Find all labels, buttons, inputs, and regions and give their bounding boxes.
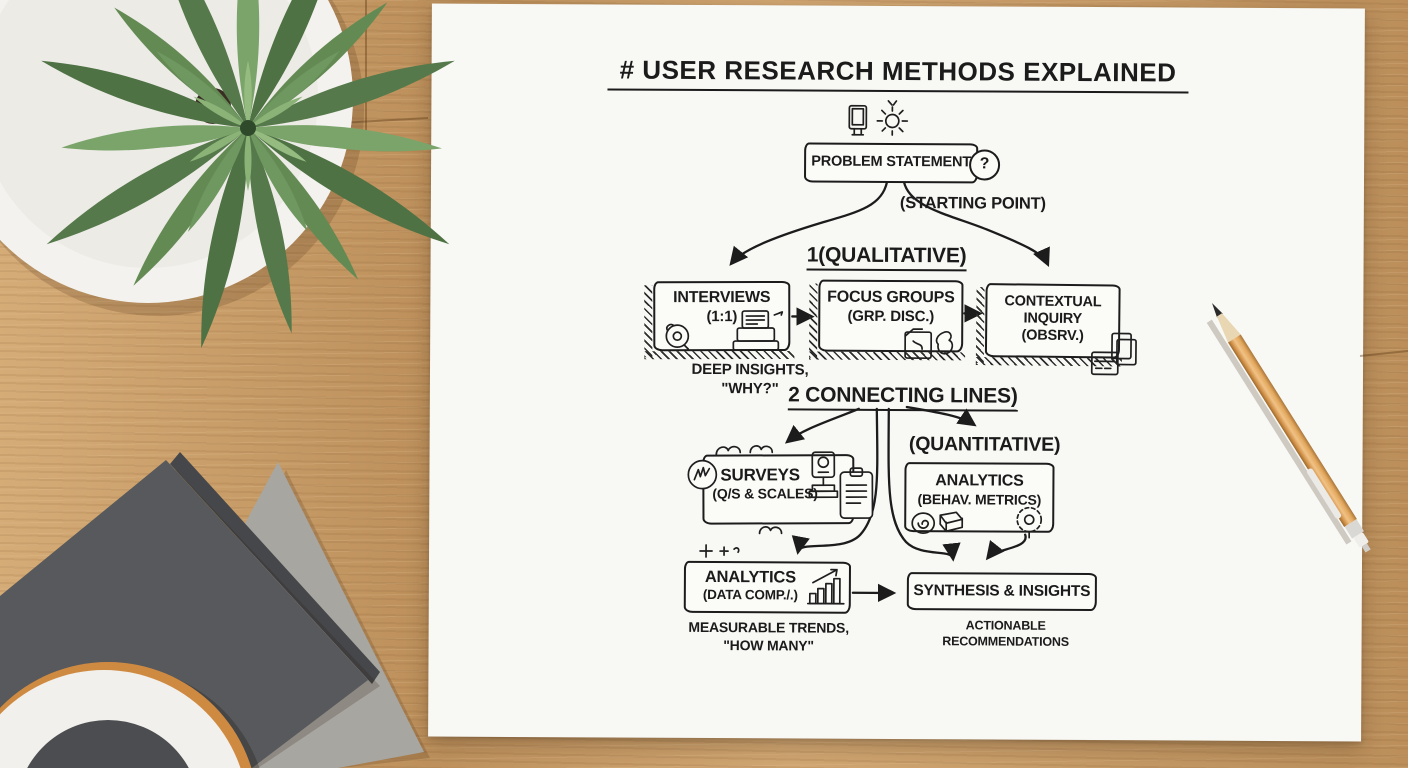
deep-insights-line2: "WHY?" (721, 379, 779, 398)
measurable-trends-note: MEASURABLE TRENDS, "HOW MANY" (679, 619, 859, 655)
node-interviews: INTERVIEWS (1:1) (644, 280, 795, 360)
node-synthesis: SYNTHESIS & INSIGHTS (906, 572, 1097, 612)
contextual-title: CONTEXTUAL (1004, 293, 1102, 311)
deep-insights-note: DEEP INSIGHTS, "WHY?" (665, 361, 835, 399)
cloud-doodle-icon (715, 445, 774, 456)
connector-lines (729, 180, 1050, 603)
sparkle-icon (699, 544, 740, 558)
gear-icon (1016, 506, 1043, 539)
problem-label: PROBLEM STATEMENT (811, 153, 971, 171)
sun-icon (876, 100, 909, 136)
focus-groups-title: FOCUS GROUPS (827, 288, 955, 307)
node-analytics-data: ANALYTICS (DATA COMP./.) (683, 544, 852, 614)
scribble-badge-icon (687, 459, 718, 490)
bar-chart-icon (806, 568, 845, 605)
node-problem-statement: PROBLEM STATEMENT (803, 142, 979, 184)
hatch-left (644, 285, 653, 358)
cloud-doodle-icon (758, 526, 783, 535)
people-folder-icon (904, 328, 954, 360)
synthesis-title: SYNTHESIS & INSIGHTS (913, 582, 1091, 601)
hatch-left (975, 287, 985, 364)
hatch-left (809, 283, 818, 358)
contextual-line2: INQUIRY (1023, 310, 1083, 328)
quantitative-label: (QUANTITATIVE) (908, 433, 1061, 456)
measurable-line2: "HOW MANY" (723, 636, 814, 654)
analytics-quant-title: ANALYTICS (935, 472, 1024, 490)
question-badge: ? (969, 149, 1001, 181)
node-analytics-quant: ANALYTICS (BEHAV. METRICS) (904, 462, 1055, 539)
deep-insights-line1: DEEP INSIGHTS, (691, 360, 809, 379)
paper-sheet: # USER RESEARCH METHODS EXPLAINED PROBLE… (428, 3, 1365, 742)
documents-icon (1090, 332, 1137, 376)
clipboard-icon (839, 467, 874, 520)
typewriter-icon (732, 310, 784, 351)
actionable-note: ACTIONABLE RECOMMENDATIONS (942, 618, 1069, 649)
measurable-line1: MEASURABLE TRENDS, (688, 618, 849, 636)
interviews-title: INTERVIEWS (673, 288, 771, 307)
node-focus-groups: FOCUS GROUPS (GRP. DISC.) (809, 279, 966, 361)
robot-icon (808, 451, 839, 499)
donut-icon (665, 323, 690, 350)
starting-point-label: (STARTING POINT) (899, 194, 1046, 213)
coins-icon (911, 511, 964, 534)
monitor-icon (848, 104, 868, 136)
node-contextual-inquiry: CONTEXTUAL INQUIRY (OBSRV.) (975, 283, 1137, 376)
node-surveys: SURVEYS (Q/S & SCALES) (687, 445, 874, 535)
